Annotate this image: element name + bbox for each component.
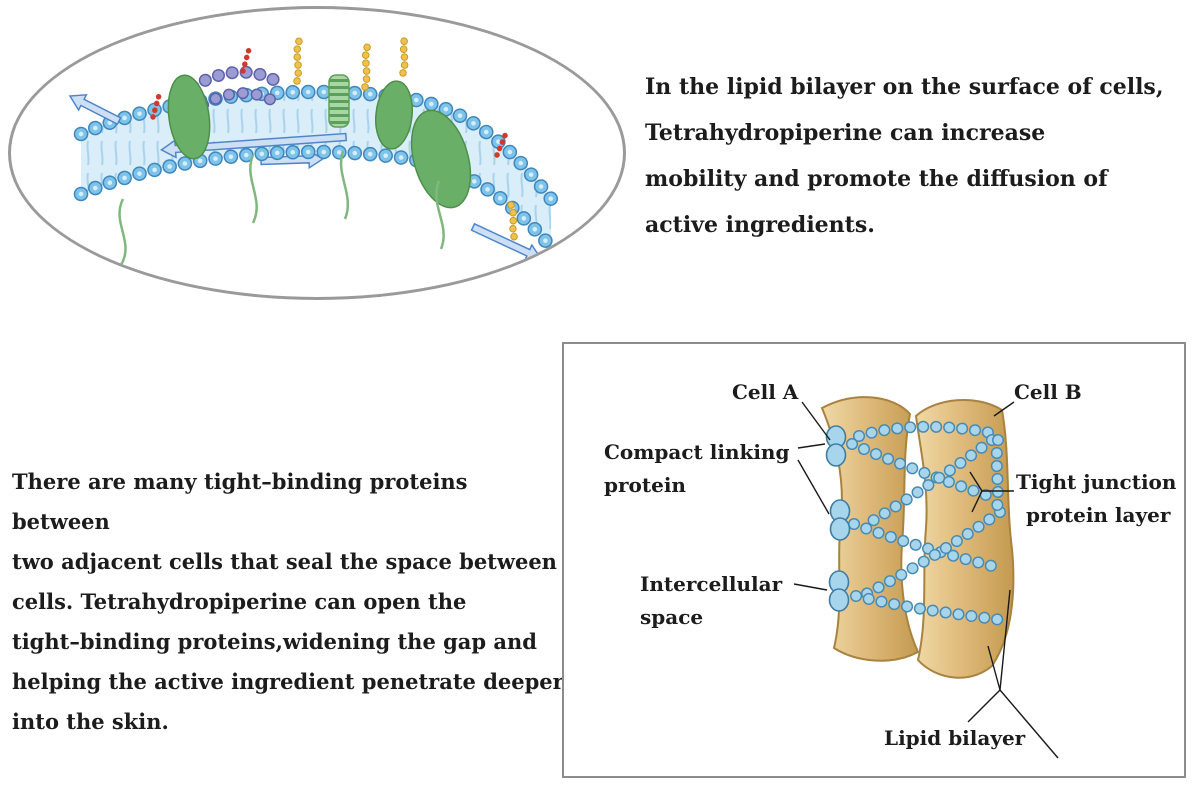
label-line: protein <box>604 473 686 497</box>
glycan-chains-yellow <box>293 31 520 245</box>
label-intercellular-space: Intercellular space <box>640 568 782 634</box>
text-line: two adjacent cells that seal the space b… <box>12 549 557 574</box>
junction-protein-chains <box>846 420 1008 626</box>
label-lipid-bilayer: Lipid bilayer <box>884 726 1026 750</box>
flow-arrow-top-left <box>68 93 122 126</box>
protein-strands-green <box>118 150 550 280</box>
label-connector-lines <box>793 401 1059 759</box>
label-cell-a: Cell A <box>732 380 799 404</box>
label-line: Intercellular <box>640 572 783 596</box>
text-line: mobility and promote the diffusion of <box>645 166 1108 192</box>
tight-junction-description: There are many tight–binding proteins be… <box>12 462 564 742</box>
mobility-description: In the lipid bilayer on the surface of c… <box>645 64 1197 248</box>
label-tight-junction-protein-layer: Tight junction protein layer <box>1016 466 1176 532</box>
text-line: cells. Tetrahydropiperine can open the <box>12 589 467 614</box>
flow-arrow-bottom-right <box>470 222 543 262</box>
text-line: In the lipid bilayer on the surface of c… <box>645 74 1164 100</box>
label-compact-linking-protein: Compact linking protein <box>604 436 789 502</box>
membrane-illustration-frame <box>8 6 626 300</box>
text-line: into the skin. <box>12 709 169 734</box>
label-line: space <box>640 605 704 629</box>
text-line: helping the active ingredient penetrate … <box>12 669 564 694</box>
label-line: protein layer <box>1026 503 1171 527</box>
text-line: Tetrahydropiperine can increase <box>645 120 1046 146</box>
tight-junction-illustration <box>793 396 1059 759</box>
text-line: tight–binding proteins,widening the gap … <box>12 629 537 654</box>
compact-linking-protein-beads <box>825 425 851 612</box>
label-line: Compact linking <box>604 440 790 464</box>
ion-channel <box>328 74 350 128</box>
mobility-arrow-long <box>160 132 348 159</box>
text-line: There are many tight–binding proteins be… <box>12 469 468 534</box>
label-cell-b: Cell B <box>1014 380 1082 404</box>
protein-cluster-purple <box>186 65 286 111</box>
label-line: Tight junction <box>1016 470 1177 494</box>
text-line: active ingredients. <box>645 212 875 238</box>
membrane-proteins-green <box>167 74 472 209</box>
receptors-red <box>150 46 509 158</box>
lipid-bilayer-illustration <box>68 31 559 280</box>
tight-junction-diagram-frame: Cell A Cell B Compact linking protein Ti… <box>562 342 1186 778</box>
